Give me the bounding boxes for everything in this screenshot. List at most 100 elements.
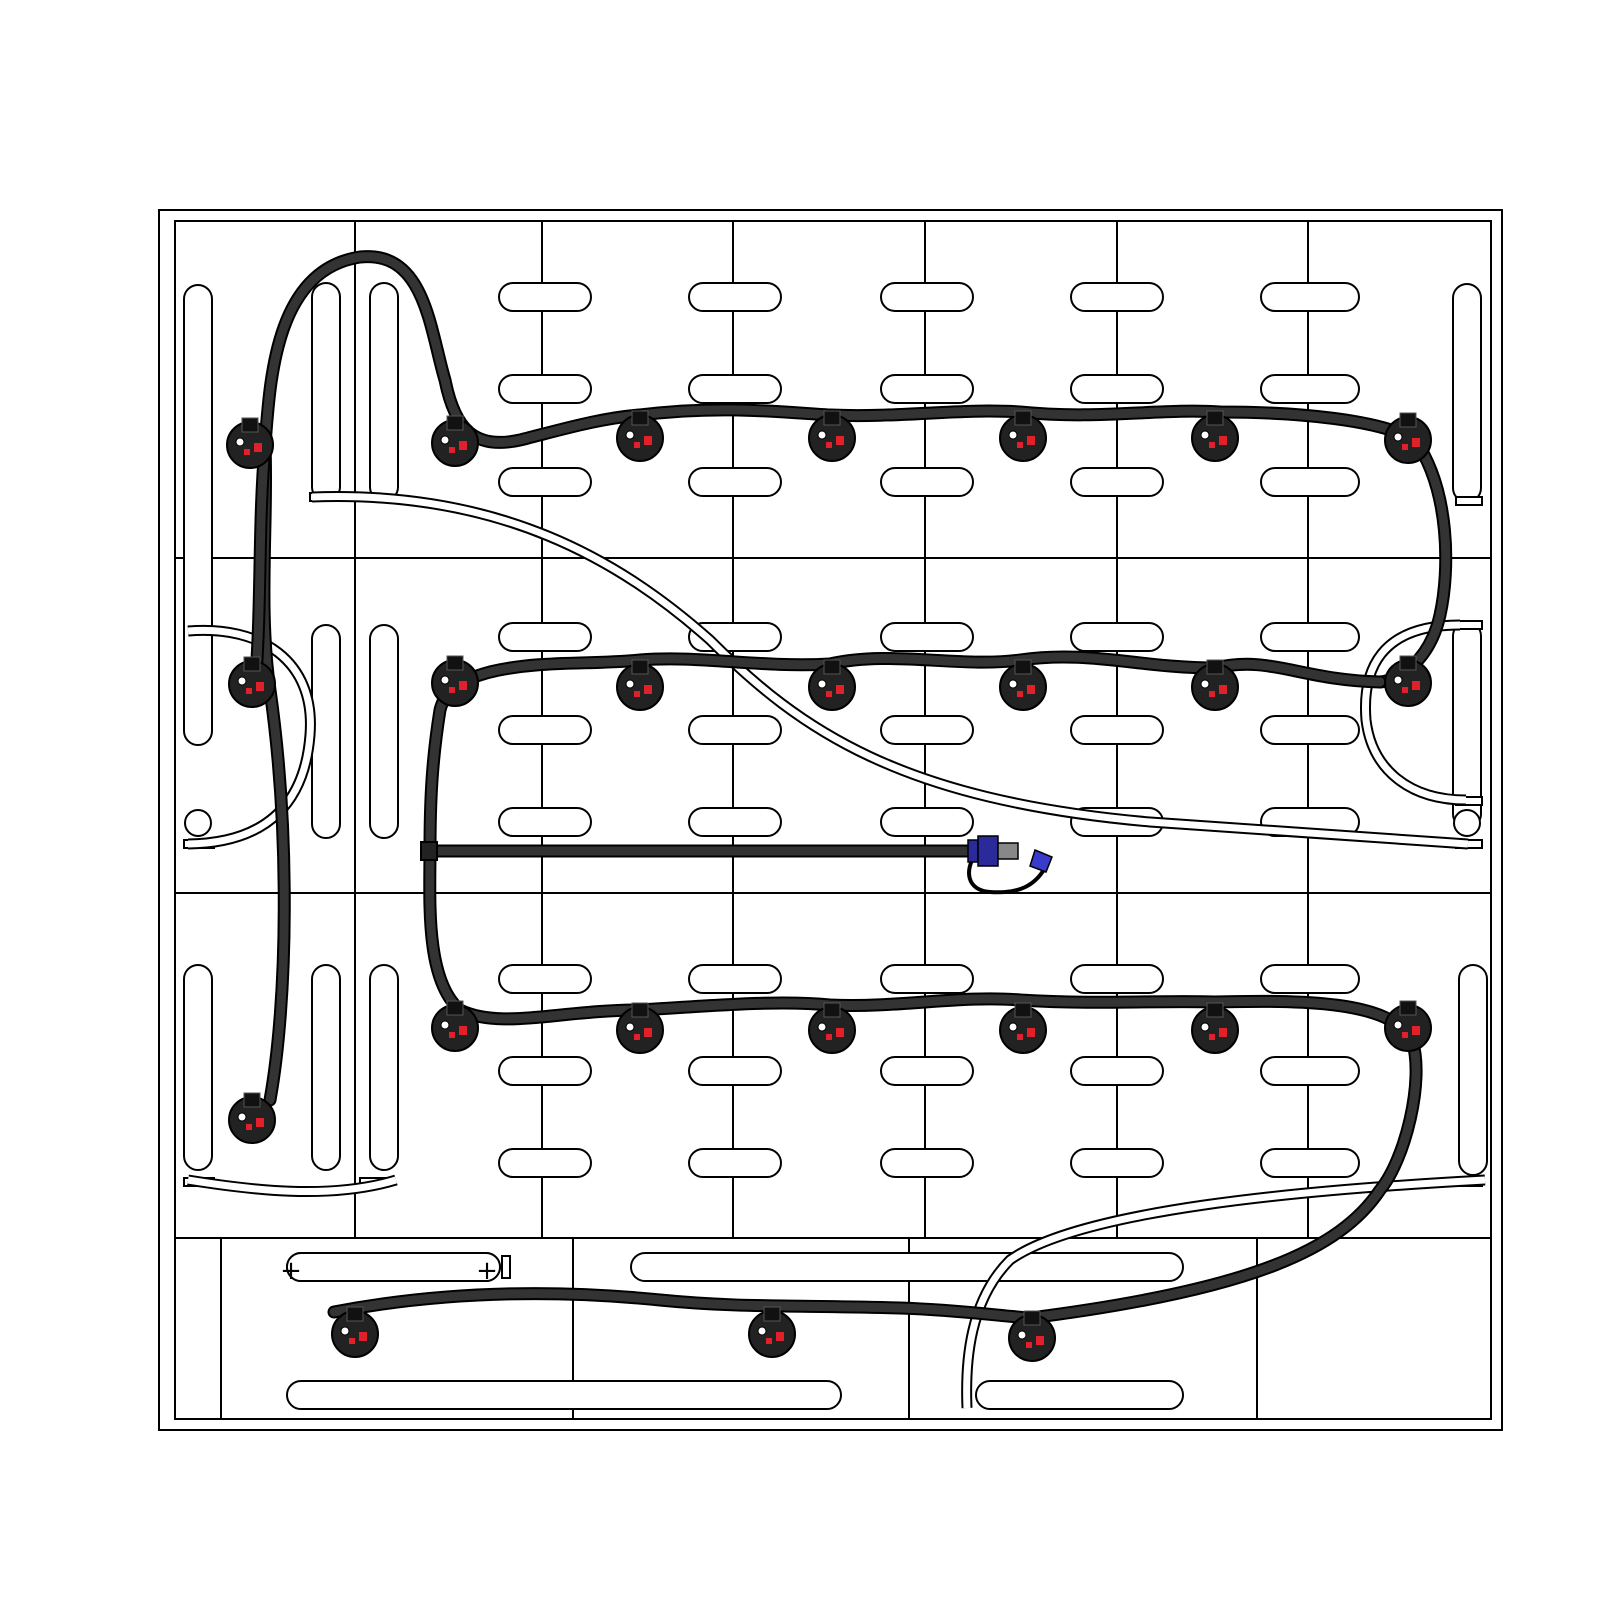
- emitter-tab: [1402, 687, 1408, 693]
- slot: [880, 807, 974, 837]
- emitter-outlet: [1200, 1022, 1210, 1032]
- connector-cap: [1029, 848, 1053, 873]
- emitter-clip: [1384, 412, 1432, 464]
- emitter-tab: [359, 1332, 367, 1341]
- emitter-clip: [228, 656, 276, 708]
- emitter-saddle: [631, 659, 649, 675]
- emitter-tab: [634, 1034, 640, 1040]
- slot: [1260, 282, 1360, 312]
- emitter-clip: [999, 659, 1047, 711]
- slot: [498, 1056, 592, 1086]
- emitter-saddle: [446, 415, 464, 431]
- emitter-tab: [1412, 438, 1420, 447]
- slot: [1070, 282, 1164, 312]
- connector-layer: [967, 835, 1053, 895]
- slot: [880, 622, 974, 652]
- white-tube: [187, 1176, 398, 1196]
- slot: [1070, 1148, 1164, 1178]
- emitter-tab: [1027, 1028, 1035, 1037]
- long-slot: [975, 1380, 1184, 1410]
- black-hose: [329, 1289, 1035, 1323]
- emitter-outlet: [235, 437, 245, 447]
- connector-thread: [997, 842, 1019, 860]
- vertical-slot: [183, 964, 213, 1171]
- slot: [498, 964, 592, 994]
- emitter-outlet: [1393, 432, 1403, 442]
- slot: [880, 467, 974, 497]
- emitter-saddle: [1206, 659, 1224, 675]
- emitter-tab: [459, 1026, 467, 1035]
- slot-layer: [183, 282, 1488, 1410]
- vertical-slot: [311, 624, 341, 839]
- emitter-tab: [766, 1338, 772, 1344]
- slot: [1070, 715, 1164, 745]
- emitter-clip: [1384, 655, 1432, 707]
- emitter-clip: [808, 1002, 856, 1054]
- slot: [880, 715, 974, 745]
- white-tube: [187, 626, 314, 848]
- emitter-outlet: [817, 430, 827, 440]
- emitter-clip: [616, 1002, 664, 1054]
- emitter-tab: [1027, 685, 1035, 694]
- emitter-tab: [459, 681, 467, 690]
- emitter-tab: [1412, 681, 1420, 690]
- emitter-tab: [254, 443, 262, 452]
- emitter-saddle: [243, 1092, 261, 1108]
- slot: [688, 374, 782, 404]
- emitter-tab: [1402, 1032, 1408, 1038]
- inner-frame: [174, 220, 1492, 1420]
- slot: [498, 1148, 592, 1178]
- emitter-clip: [999, 410, 1047, 462]
- slot: [498, 622, 592, 652]
- emitter-outlet: [1008, 430, 1018, 440]
- vertical-slot: [1452, 283, 1482, 503]
- emitter-saddle: [1014, 1002, 1032, 1018]
- tube-cap: [1455, 496, 1483, 506]
- emitter-outlet: [625, 1022, 635, 1032]
- slot: [1260, 1148, 1360, 1178]
- emitter-tab: [634, 442, 640, 448]
- emitter-tab: [459, 441, 467, 450]
- hose-connector: [967, 835, 1053, 895]
- white-tube: [963, 1176, 1486, 1409]
- vertical-slot: [311, 282, 341, 502]
- emitter-saddle: [446, 1000, 464, 1016]
- tee-fitting: [420, 841, 438, 861]
- emitter-outlet: [817, 1022, 827, 1032]
- emitter-clip: [748, 1306, 796, 1358]
- emitter-clip: [1008, 1310, 1056, 1362]
- vertical-slot: [183, 284, 213, 746]
- vertical-slot: [369, 624, 399, 839]
- emitter-saddle: [1399, 655, 1417, 671]
- emitter-tab: [1017, 691, 1023, 697]
- label-layer: + +: [280, 1256, 498, 1286]
- emitter-tab: [1219, 436, 1227, 445]
- emitter-tab: [246, 1124, 252, 1130]
- emitter-saddle: [1399, 1000, 1417, 1016]
- slot: [498, 467, 592, 497]
- white-tube-layer: [187, 491, 1486, 1409]
- emitter-saddle: [243, 656, 261, 672]
- slot: [498, 807, 592, 837]
- emitter-clip: [808, 410, 856, 462]
- long-slot: [630, 1252, 1184, 1282]
- emitter-tab: [826, 442, 832, 448]
- emitter-tab: [244, 449, 250, 455]
- emitter-outlet: [440, 1020, 450, 1030]
- vertical-slot: [369, 964, 399, 1171]
- slot: [688, 1148, 782, 1178]
- white-tube-outline: [961, 1174, 1486, 1409]
- emitter-tab: [1017, 1034, 1023, 1040]
- emitter-outlet: [1017, 1330, 1027, 1340]
- slot: [880, 1148, 974, 1178]
- emitter-saddle: [631, 410, 649, 426]
- emitter-outlet: [625, 679, 635, 689]
- emitter-saddle: [1206, 410, 1224, 426]
- slot: [880, 1056, 974, 1086]
- emitter-clip: [1191, 1002, 1239, 1054]
- terminal-bar: [286, 1252, 501, 1282]
- slot: [1070, 374, 1164, 404]
- emitter-saddle: [763, 1306, 781, 1322]
- connector-body: [977, 835, 999, 867]
